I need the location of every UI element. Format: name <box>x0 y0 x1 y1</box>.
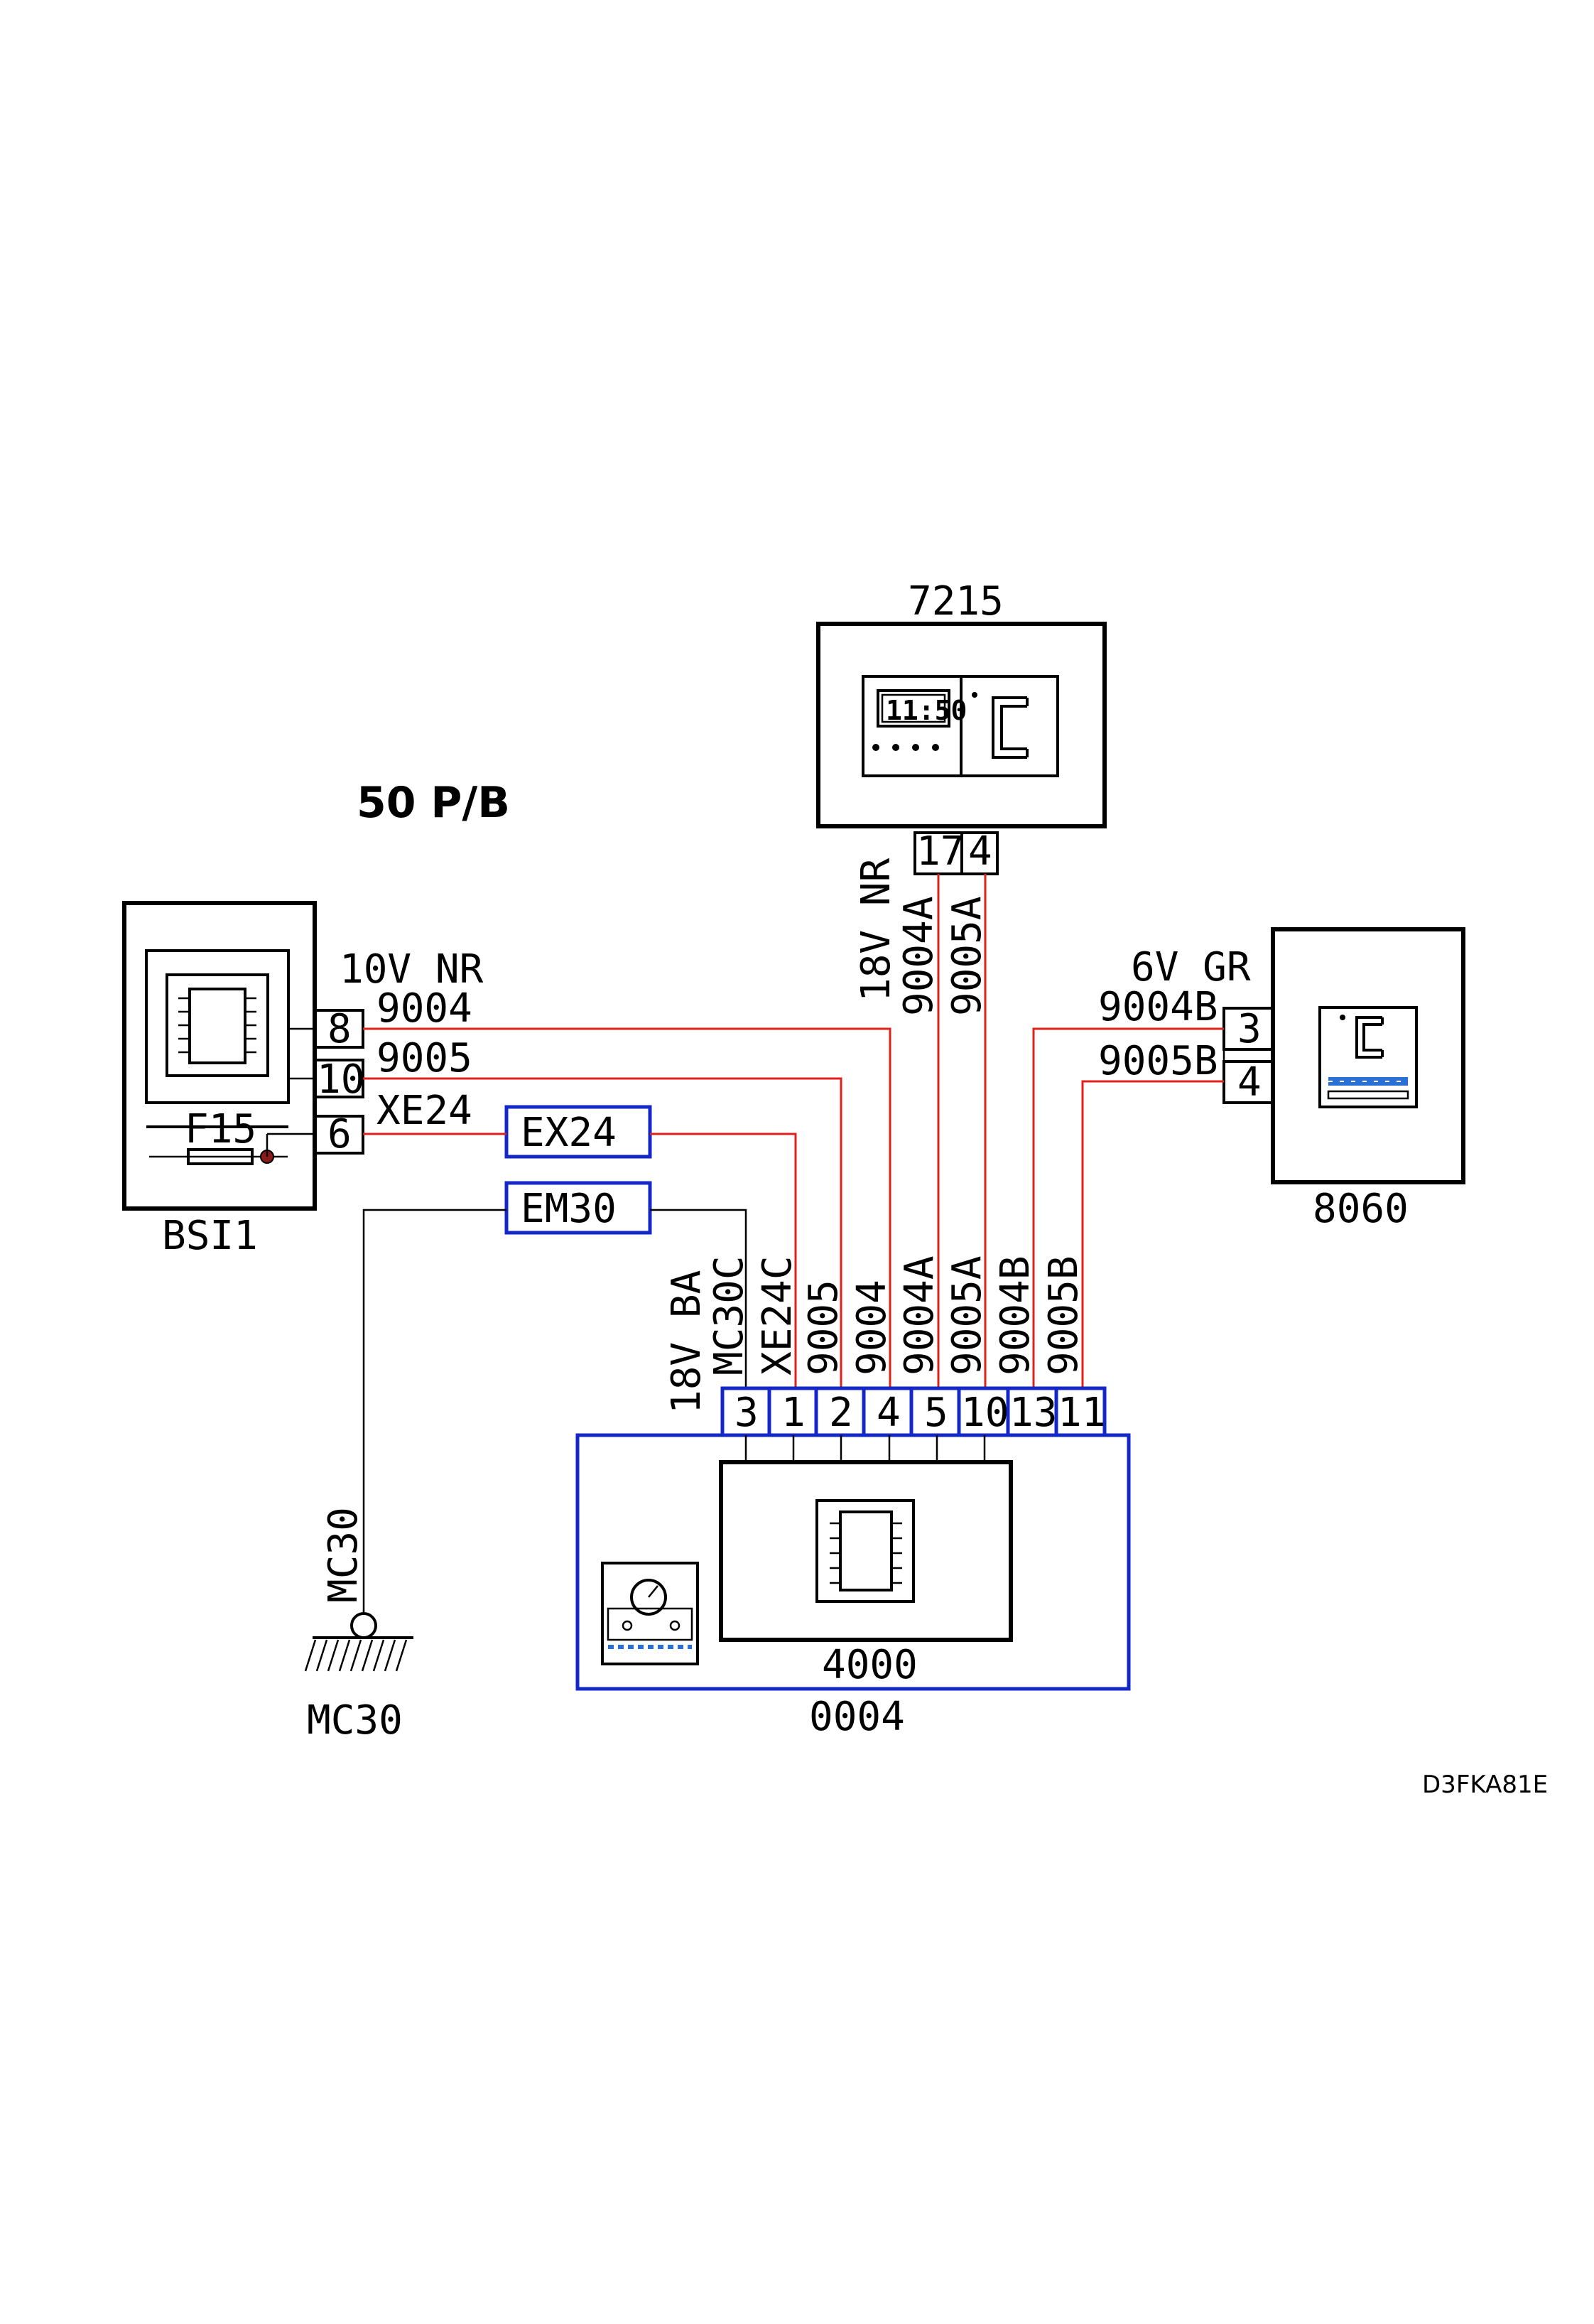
ecu-wire-label-3: 9004 <box>849 1280 895 1376</box>
sensor-pin-3: 3 <box>1237 1006 1262 1052</box>
wires <box>362 874 1224 1613</box>
interconnect-ex24: EX24 <box>504 1105 652 1159</box>
temperature-icon <box>1340 1015 1384 1059</box>
ecu-wire-label-5: 9005A <box>944 1255 990 1376</box>
sensor-unit: 3 4 6V GR 8060 9004B 9005B <box>1098 927 1465 1232</box>
ecu-pin-10: 10 <box>961 1390 1009 1436</box>
ecu-wire-label-2: 9005 <box>801 1280 847 1376</box>
interconnect-em30: EM30 <box>504 1181 652 1235</box>
ecu-connector-ref: 0004 <box>809 1694 905 1740</box>
ecu-unit: 3 1 2 4 5 10 13 11 4000 0004 <box>575 1386 1131 1740</box>
ecu-connector-label: 18V BA <box>663 1270 710 1414</box>
temperature-icon <box>972 692 1029 759</box>
ecu-wire-labels: 18V BA MC30C XE24C 9005 9004 9004A 9005A… <box>663 1255 1087 1414</box>
ecu-name: 4000 <box>822 1642 918 1688</box>
wire-label-xe24: XE24 <box>376 1088 472 1134</box>
fuse-label: F15 <box>185 1106 256 1152</box>
clock-readout: 11:50 <box>886 695 967 726</box>
interconnect-ex24-label: EX24 <box>521 1110 617 1156</box>
ecu-pin-11: 11 <box>1058 1390 1105 1436</box>
wire-9005 <box>363 1077 842 1388</box>
display-pin-17: 17 <box>916 828 964 875</box>
sensor-connector: 3 4 <box>1222 1006 1274 1106</box>
clock-icon: 11:50 <box>872 689 967 751</box>
ground-name: MC30 <box>307 1697 403 1744</box>
wire-xe24-b <box>650 1133 797 1388</box>
bsi-pin-8: 8 <box>327 1006 352 1052</box>
display-unit: 7215 11:50 17 4 18V NR 9004A 9005A <box>816 578 1107 1016</box>
ecu-pin-2: 2 <box>829 1390 853 1436</box>
ecu-wire-label-6: 9004B <box>992 1255 1039 1376</box>
display-name: 7215 <box>908 578 1004 625</box>
wire-9004 <box>363 1027 891 1388</box>
sensor-name: 8060 <box>1313 1186 1409 1232</box>
wire-mc30 <box>362 1209 506 1613</box>
bsi-pin-10: 10 <box>317 1056 364 1103</box>
display-pin-4: 4 <box>968 828 992 875</box>
ecu-pin-5: 5 <box>924 1390 948 1436</box>
chip-icon <box>815 1499 915 1603</box>
wire-9005b <box>1081 1080 1224 1388</box>
wire-label-9004a-top: 9004A <box>896 896 942 1016</box>
ecu-pin-4: 4 <box>877 1390 901 1436</box>
diagram-title: 50 P/B <box>357 778 510 828</box>
wire-label-9005b-top: 9005B <box>1098 1038 1218 1084</box>
ecu-connector: 3 1 2 4 5 10 13 11 <box>720 1386 1107 1437</box>
ecu-wire-label-4: 9004A <box>896 1255 943 1376</box>
ecu-pin-1: 1 <box>781 1390 806 1436</box>
display-connector-label: 18V NR <box>853 858 899 1002</box>
wire-label-9004: 9004 <box>376 985 472 1032</box>
ecu-pin-13: 13 <box>1009 1390 1057 1436</box>
wire-label-9004b-top: 9004B <box>1098 984 1218 1030</box>
bsi-connector-label: 10V NR <box>340 946 484 993</box>
interconnect-em30-label: EM30 <box>521 1186 617 1232</box>
ecu-wire-label-0: MC30C <box>706 1255 752 1376</box>
reference-code: D3FKA81E <box>1422 1771 1548 1799</box>
ground-wire-label: MC30 <box>320 1507 367 1603</box>
bsi-name: BSI1 <box>162 1213 258 1259</box>
display-connector: 17 4 <box>913 828 999 875</box>
ground-point: MC30 MC30 <box>304 1507 413 1744</box>
gauge-icon <box>601 1562 699 1665</box>
sensor-pin-4: 4 <box>1237 1059 1262 1106</box>
wire-mc30c <box>650 1209 747 1388</box>
wire-label-9005: 9005 <box>376 1035 472 1081</box>
ecu-wire-label-1: XE24C <box>754 1255 801 1376</box>
level-bar-icon <box>1327 1077 1409 1100</box>
bsi-pin-6: 6 <box>327 1111 352 1157</box>
wire-label-9005a-top: 9005A <box>944 896 990 1016</box>
ecu-wire-label-7: 9005B <box>1041 1255 1087 1376</box>
ecu-pin-3: 3 <box>734 1390 759 1436</box>
wire-9004b <box>1032 1027 1224 1388</box>
chip-icon <box>178 988 256 1064</box>
sensor-connector-label: 6V GR <box>1131 944 1251 990</box>
fuse-icon <box>149 1133 315 1165</box>
ground-icon <box>304 1636 413 1672</box>
